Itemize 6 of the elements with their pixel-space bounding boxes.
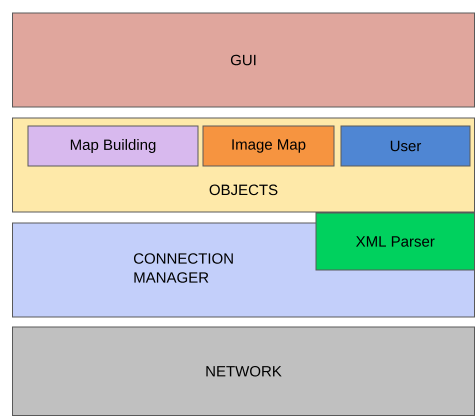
layer-box: NETWORK <box>12 326 475 416</box>
module-box: Image Map <box>202 126 334 166</box>
module-box: User <box>340 126 470 166</box>
module-box: Map Building <box>28 126 198 166</box>
module-box: XML Parser <box>316 212 475 270</box>
layer-box: GUI <box>12 12 475 108</box>
